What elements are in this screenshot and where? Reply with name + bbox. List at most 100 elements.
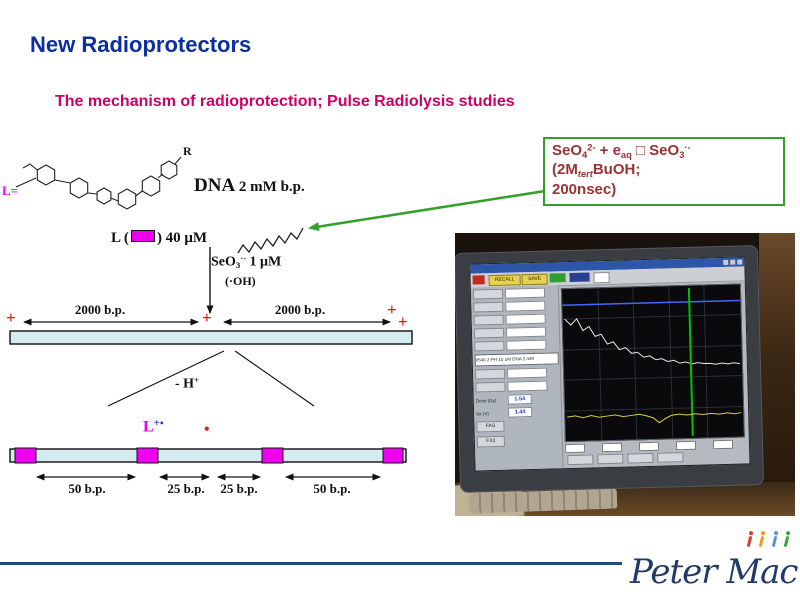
zoom-fan-lines [107, 350, 315, 407]
binding-site-plus: + [6, 308, 16, 327]
logo-figure-blue [771, 535, 777, 548]
seo3-concentration-label: SeO3·- 1 μM [211, 253, 282, 270]
binding-site-plus: + [398, 312, 408, 331]
counter-box [593, 271, 610, 284]
reaction-line-3: 200nsec) [552, 180, 617, 198]
logo-people-icon [743, 534, 790, 552]
dna-concentration-label: DNA 2 mM b.p. [194, 175, 305, 196]
logo-figure-green [783, 535, 790, 548]
cursor-line [687, 287, 694, 436]
ligand-site-squares [14, 447, 404, 464]
close-icon [737, 259, 743, 265]
seo4-charge: 2- [587, 142, 596, 153]
pulse-radiolysis-photo: RECALL SAVE #540 2-PH 10 uM DNA 2 mM Dos… [455, 233, 795, 516]
dose-label: Dose (Gy) [475, 397, 497, 403]
ligand-equals-label: L= [2, 183, 19, 198]
bp-spacing-label: 50 b.p. [68, 481, 106, 496]
maximize-icon [730, 259, 736, 265]
axis-value-box [601, 442, 623, 453]
footer-divider [0, 562, 622, 565]
radical-site-dot: • [204, 421, 210, 438]
acquire-button [549, 273, 566, 283]
logo-figure-orange [758, 535, 765, 548]
status-box [567, 454, 594, 466]
axis-value-box [638, 441, 660, 452]
save-button: SAVE [521, 273, 548, 286]
photo-background-wall [759, 233, 795, 516]
status-box [627, 452, 654, 464]
seo3-radical-charge: ·- [684, 142, 691, 153]
seo3-subscript: 3 [679, 149, 685, 160]
dna-bar-top [9, 330, 413, 345]
status-row [567, 451, 743, 466]
oscilloscope-plot [560, 283, 745, 443]
panel-field [505, 300, 546, 312]
callout-arrow [308, 189, 546, 232]
structure-r-group-label: R [183, 144, 192, 158]
ligand-color-swatch [130, 230, 155, 242]
reaction-line-2: (2MtertBuOH; [552, 161, 641, 180]
reaction-line-1: SeO42- + eaq □ SeO3·- [552, 142, 776, 161]
binding-site-plus: + [387, 300, 397, 319]
monitor: RECALL SAVE #540 2-PH 10 uM DNA 2 mM Dos… [455, 245, 765, 493]
plot-grid [562, 285, 744, 441]
bp2000-left-label: 2000 b.p. [74, 302, 126, 317]
ligand-concentration-label: L () 40 μM [111, 230, 208, 246]
panel-field [506, 367, 548, 379]
seo3-formula: SeO [649, 142, 680, 159]
panel-button [475, 381, 506, 393]
panel-field [505, 313, 546, 325]
logo-text: Peter Mac [630, 552, 798, 592]
panel-field [506, 339, 547, 351]
panel-button [473, 314, 504, 326]
electron-term: + e [595, 142, 621, 159]
se-value: 1.44 [507, 407, 533, 418]
tert-label: tert [577, 169, 593, 180]
fx2-button: FX2 [476, 435, 505, 448]
se-label: Se (V) [476, 410, 489, 416]
axis-value-box [712, 439, 734, 450]
bp-spacing-label: 50 b.p. [313, 481, 351, 496]
deprotonation-label: - H+ [175, 375, 200, 392]
acquisition-software-screen: RECALL SAVE #540 2-PH 10 uM DNA 2 mM Dos… [469, 256, 751, 472]
baseline-trace [562, 299, 741, 306]
monitor-trace [567, 412, 742, 424]
radical-squiggle [237, 227, 304, 254]
axis-value-box [564, 443, 586, 454]
decay-trace [564, 317, 740, 365]
dose-value: 1.54 [507, 394, 532, 405]
control-panel: #540 2-PH 10 uM DNA 2 mM Dose (Gy) 1.54 S… [470, 285, 564, 471]
slide-title: New Radioprotectors [30, 32, 252, 57]
electron-subscript: aq [620, 149, 632, 160]
status-box [597, 453, 624, 465]
panel-button [474, 340, 505, 352]
fas-button: FAS [476, 420, 505, 433]
seo4-subscript: 4 [582, 149, 588, 160]
ligand-radical-cation-label: L+• [143, 417, 164, 436]
reaction-callout: SeO42- + eaq □ SeO3·- (2MtertBuOH; 200ns… [543, 137, 785, 206]
axis-value-box [675, 440, 697, 451]
slide-subtitle: The mechanism of radioprotection; Pulse … [55, 93, 515, 110]
panel-field [505, 326, 547, 338]
seo4-formula: SeO [552, 142, 583, 159]
petermac-logo: Peter Mac [630, 534, 798, 594]
dna-bar-bottom [9, 448, 407, 463]
panel-field [507, 380, 548, 392]
panel-button [473, 327, 505, 339]
ligand-structure [15, 156, 182, 210]
reaction-arrow-glyph: □ [631, 142, 650, 159]
bp2000-right-label: 2000 b.p. [274, 302, 326, 317]
panel-button [474, 368, 506, 380]
logo-figure-red [746, 535, 752, 548]
hydroxyl-radical-label: (·OH) [225, 274, 256, 288]
stop-button [472, 275, 485, 285]
panel-button [473, 301, 504, 313]
binding-site-plus: + [202, 308, 212, 327]
minimize-icon [723, 259, 729, 265]
mode-indicator [569, 272, 590, 282]
sample-label: #540 2-PH 10 uM DNA 2 mM [474, 352, 559, 367]
recall-button: RECALL [488, 274, 521, 287]
bp-spacing-label: 25 b.p. [220, 481, 258, 496]
status-box [657, 452, 684, 463]
